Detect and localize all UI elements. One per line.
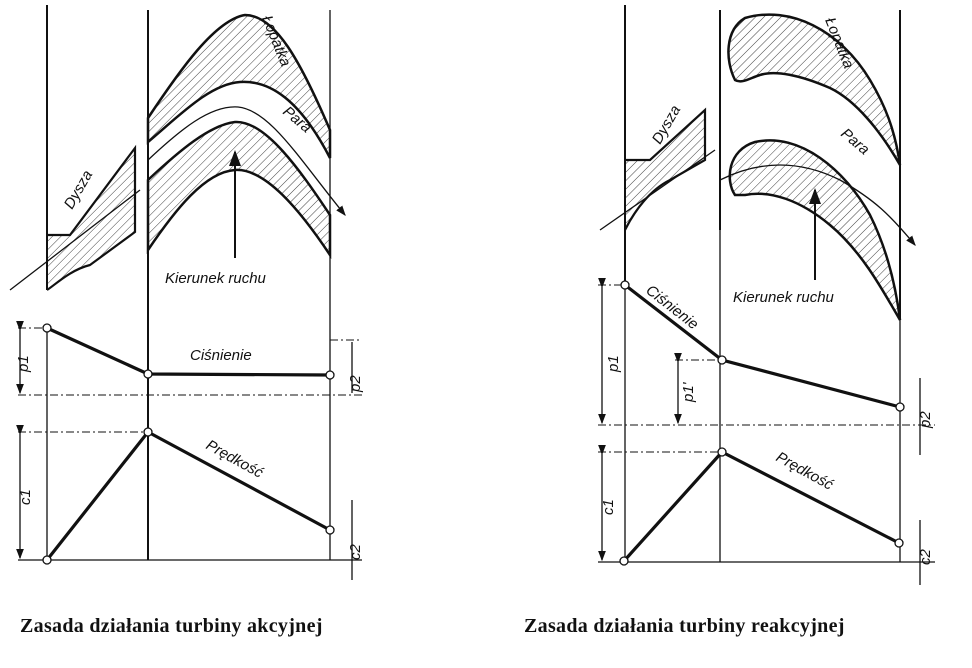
motion-label: Kierunek ruchu bbox=[165, 270, 267, 287]
point bbox=[325, 370, 335, 380]
point bbox=[619, 556, 629, 566]
point bbox=[894, 538, 904, 548]
velocity-line bbox=[622, 450, 900, 563]
steam-jet bbox=[9, 189, 141, 291]
steam-jet bbox=[599, 149, 716, 231]
c1-label: c1 bbox=[17, 489, 34, 505]
blade-upper bbox=[146, 13, 332, 159]
blade-lower bbox=[728, 139, 902, 321]
pressure-label: Ciśnienie bbox=[643, 282, 702, 333]
blade-lower bbox=[146, 120, 332, 260]
p2-label: p2 bbox=[347, 375, 364, 393]
velocity-label: Prędkość bbox=[773, 449, 836, 494]
nozzle bbox=[624, 107, 707, 231]
velocity-line bbox=[45, 429, 331, 561]
blade-upper bbox=[727, 13, 902, 166]
impulse-turbine-diagram: Łopatka Para Dysza Kierunek ruchu Ciśnie… bbox=[9, 5, 364, 637]
point bbox=[143, 369, 153, 379]
velocity-label: Prędkość bbox=[203, 437, 266, 482]
c2-label: c2 bbox=[347, 544, 364, 561]
pressure-label: Ciśnienie bbox=[190, 347, 252, 364]
motion-label: Kierunek ruchu bbox=[733, 289, 835, 306]
pressure-line bbox=[46, 326, 331, 377]
point bbox=[325, 525, 335, 535]
c2-label: c2 bbox=[917, 549, 934, 566]
steam-label: Para bbox=[837, 125, 872, 158]
p1-prime-label: p1' bbox=[680, 381, 697, 403]
reaction-caption: Zasada działania turbiny reakcyjnej bbox=[524, 615, 845, 637]
point bbox=[717, 447, 727, 457]
point bbox=[42, 555, 52, 565]
p1-label: p1 bbox=[15, 355, 32, 373]
steam-path bbox=[147, 106, 346, 217]
reaction-turbine-diagram: Łopatka Para Dysza Kierunek ruchu Ciśnie… bbox=[524, 5, 935, 637]
p1-label: p1 bbox=[605, 355, 622, 373]
c1-label: c1 bbox=[600, 499, 617, 515]
nozzle bbox=[46, 144, 137, 291]
point bbox=[717, 355, 727, 365]
point bbox=[620, 280, 630, 290]
point bbox=[895, 402, 905, 412]
point bbox=[143, 427, 153, 437]
point bbox=[42, 323, 52, 333]
impulse-caption: Zasada działania turbiny akcyjnej bbox=[20, 615, 323, 637]
p2-label: p2 bbox=[917, 411, 934, 429]
